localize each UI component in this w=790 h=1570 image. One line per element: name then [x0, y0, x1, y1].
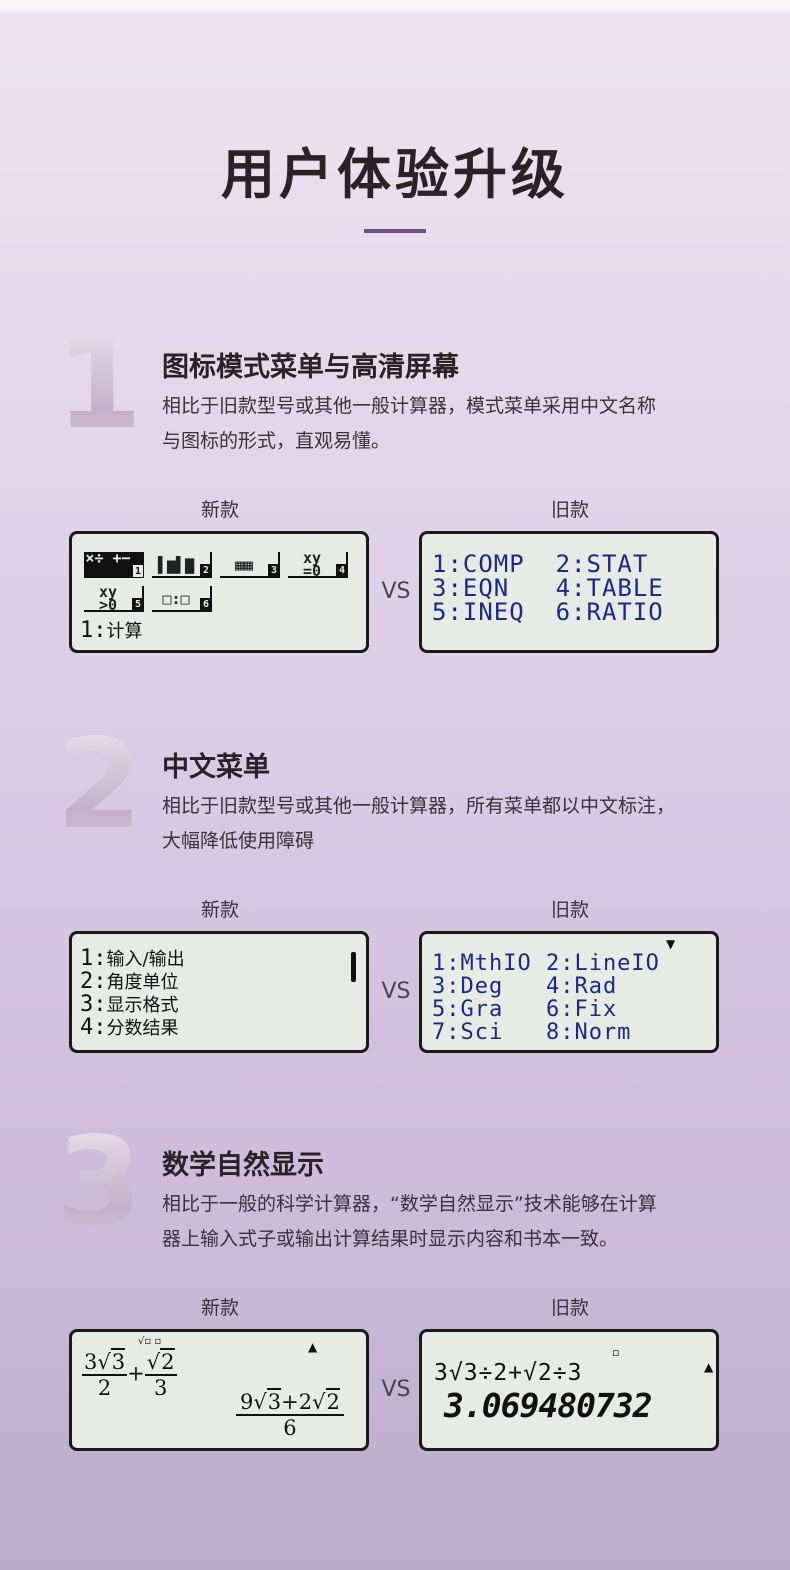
old-model-screen: ▫ ▲ 3√3÷2+√2÷3 3.069480732 — [419, 1329, 719, 1451]
section-number: 1 — [56, 313, 143, 457]
menu-item: 2:角度单位 — [80, 969, 179, 994]
description-line: 大幅降低使用障碍 — [162, 830, 315, 852]
section-natural-display: 3 数学自然显示 相比于一般的科学计算器，“数学自然显示”技术能够在计算 器上输… — [0, 1121, 790, 1483]
section-title: 中文菜单 — [162, 752, 270, 783]
section-description: 相比于旧款型号或其他一般计算器，模式菜单采用中文名称 与图标的形式，直观易懂。 — [162, 389, 752, 459]
old-model-screen: 1:COMP 2:STAT 3:EQN 4:TABLE 5:INEQ 6:RAT… — [419, 531, 719, 653]
table-mode-icon: ▦▦3 — [220, 552, 280, 578]
status-icons: √▫ ▫ — [138, 1336, 162, 1347]
result-line: 3.069480732 — [444, 1386, 653, 1425]
menu-item: 1:输入/输出 — [80, 946, 185, 971]
section-chinese-menu: 2 中文菜单 相比于旧款型号或其他一般计算器，所有菜单都以中文标注， 大幅降低使… — [0, 723, 790, 1085]
page-title: 用户体验升级 — [221, 143, 569, 206]
mode-caption-number: 1: — [80, 618, 107, 643]
description-line: 相比于旧款型号或其他一般计算器，所有菜单都以中文标注， — [162, 795, 676, 817]
description-line: 相比于一般的科学计算器，“数学自然显示”技术能够在计算 — [162, 1193, 657, 1215]
section-description: 相比于旧款型号或其他一般计算器，所有菜单都以中文标注， 大幅降低使用障碍 — [162, 789, 752, 859]
mode-caption-text: 计算 — [106, 621, 143, 642]
scroll-up-indicator: ▲ — [704, 1360, 714, 1374]
new-model-screen: 1:输入/输出 2:角度单位 3:显示格式 4:分数结果 — [69, 931, 369, 1053]
old-model-label: 旧款 — [550, 499, 589, 521]
old-menu-line: 3:EQN 4:TABLE — [432, 574, 664, 602]
vs-label: VS — [381, 579, 411, 604]
title-divider — [364, 229, 426, 233]
old-menu-line: 7:Sci 8:Norm — [432, 1020, 632, 1045]
description-line: 相比于旧款型号或其他一般计算器，模式菜单采用中文名称 — [162, 395, 657, 417]
section-title: 图标模式菜单与高清屏幕 — [162, 352, 459, 383]
mode-caption: 1:计算 — [80, 620, 143, 643]
scroll-down-indicator: ▼ — [666, 937, 676, 951]
old-model-label: 旧款 — [550, 899, 589, 921]
vs-label: VS — [381, 1377, 411, 1402]
scroll-up-indicator: ▲ — [308, 1340, 318, 1354]
scrollbar — [351, 952, 356, 982]
old-menu-line: 1:COMP 2:STAT — [432, 550, 649, 578]
old-menu-line: 5:Gra 6:Fix — [432, 997, 618, 1022]
new-model-label: 新款 — [200, 499, 239, 521]
new-model-label: 新款 — [200, 1297, 239, 1319]
stat-mode-icon: ▌▆▌▇2 — [152, 552, 212, 578]
section-icon-menu: 1 图标模式菜单与高清屏幕 相比于旧款型号或其他一般计算器，模式菜单采用中文名称… — [0, 323, 790, 685]
old-menu-line: 5:INEQ 6:RATIO — [432, 598, 664, 626]
section-number: 2 — [56, 713, 143, 857]
section-title: 数学自然显示 — [162, 1150, 324, 1181]
description-line: 与图标的形式，直观易懂。 — [162, 430, 391, 452]
section-description: 相比于一般的科学计算器，“数学自然显示”技术能够在计算 器上输入式子或输出计算结… — [162, 1187, 752, 1257]
old-model-label: 旧款 — [550, 1297, 589, 1319]
menu-item: 4:分数结果 — [80, 1015, 179, 1040]
new-model-label: 新款 — [200, 899, 239, 921]
status-icon: ▫ — [612, 1346, 620, 1359]
top-band — [0, 0, 790, 12]
old-menu-line: 3:Deg 4:Rad — [432, 974, 618, 999]
vs-label: VS — [381, 979, 411, 1004]
input-line: 3√3÷2+√2÷3 — [434, 1360, 583, 1386]
section-number: 3 — [56, 1111, 143, 1255]
old-model-screen: ▼ 1:MthIO 2:LineIO 3:Deg 4:Rad 5:Gra 6:F… — [419, 931, 719, 1053]
ratio-mode-icon: □:□6 — [152, 586, 212, 612]
calc-mode-icon: ×÷ +−1 — [84, 551, 144, 578]
old-menu-line: 1:MthIO 2:LineIO — [432, 951, 660, 976]
menu-item: 3:显示格式 — [80, 992, 179, 1017]
description-line: 器上输入式子或输出计算结果时显示内容和书本一致。 — [162, 1228, 619, 1250]
